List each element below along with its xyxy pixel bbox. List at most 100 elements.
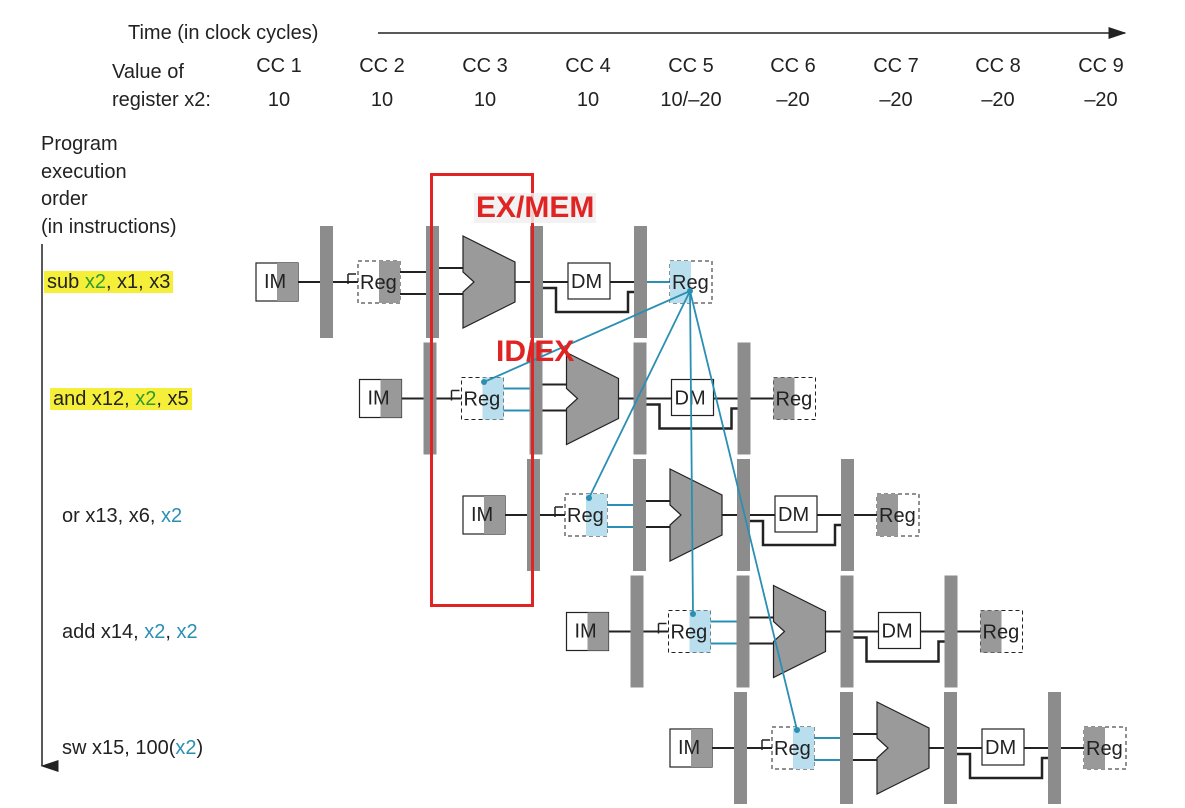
pipeline-register — [320, 226, 333, 338]
cc-label: CC 4 — [565, 55, 611, 77]
pipeline-register — [633, 342, 647, 455]
datapath-wire — [347, 273, 356, 284]
datapath-wire — [750, 519, 841, 547]
cc-label: CC 3 — [462, 55, 508, 77]
x2-value: –20 — [1084, 89, 1118, 111]
datapath-wire — [761, 739, 770, 750]
pipeline-register — [630, 575, 644, 688]
pipeline-row: IM Reg DM Reg — [669, 692, 1127, 804]
reg-shade — [482, 377, 504, 420]
reg-shade — [877, 494, 898, 536]
alu-shape — [772, 584, 827, 679]
datapath-wire — [646, 403, 738, 430]
reg-shade — [1084, 727, 1105, 769]
datapath-wire — [450, 389, 460, 401]
x2-value: 10/–20 — [660, 89, 722, 111]
datapath-wire — [957, 752, 1048, 780]
pipeline-register — [633, 459, 646, 571]
cc-label: CC 9 — [1078, 55, 1124, 77]
im-shade — [380, 379, 402, 418]
cc-label: CC 8 — [975, 55, 1021, 77]
reg-label: Reg — [464, 389, 501, 411]
dm-box — [774, 495, 818, 533]
reg-label: Reg — [672, 272, 709, 294]
instruction-sw: sw x15, 100(x2) — [62, 737, 204, 759]
forwarding-dot — [481, 379, 487, 385]
im-shade — [484, 496, 505, 534]
reg-label: Reg — [671, 622, 708, 644]
cc-label: CC 7 — [873, 55, 919, 77]
instruction-or: or x13, x6, x2 — [62, 505, 183, 527]
reg-label: Reg — [567, 505, 604, 527]
dm-box — [981, 728, 1025, 766]
reg-label: Reg — [983, 622, 1020, 644]
reg-shade — [689, 610, 711, 653]
forwarding-line — [689, 290, 694, 615]
datapath-wire — [657, 622, 667, 634]
x2-value: –20 — [981, 89, 1015, 111]
order-label-line: Program — [41, 133, 118, 155]
datapath-wire — [543, 286, 634, 314]
cc-label: CC 2 — [359, 55, 405, 77]
value-label-line2: register x2: — [112, 89, 211, 111]
reg-shade — [379, 261, 400, 303]
forwarding-source-dot — [687, 288, 693, 294]
pipeline-register — [944, 575, 958, 688]
id-ex-label: ID/EX — [496, 335, 575, 368]
x2-value: –20 — [776, 89, 810, 111]
pipeline-register — [841, 459, 854, 571]
pipeline-register — [634, 226, 647, 338]
cc-label: CC 1 — [256, 55, 302, 77]
forwarding-dot — [794, 727, 800, 733]
im-shade — [587, 612, 609, 651]
alu-shape — [669, 468, 723, 562]
ex-mem-label: EX/MEM — [474, 191, 597, 224]
forwarding-line — [588, 290, 691, 499]
order-label-line: order — [41, 188, 88, 210]
reg-shade — [793, 727, 814, 769]
im-shade — [691, 729, 712, 767]
pipeline-register — [737, 459, 750, 571]
instruction-add: add x14, x2, x2 — [62, 621, 198, 643]
dm-label: DM — [675, 388, 706, 410]
alu-shape — [876, 701, 930, 795]
im-label: IM — [575, 621, 597, 643]
forwarding-dot — [690, 611, 696, 617]
im-label: IM — [368, 388, 390, 410]
pipeline-register — [736, 575, 750, 688]
dm-box — [567, 262, 611, 300]
im-label: IM — [471, 504, 493, 526]
im-shade — [277, 263, 298, 301]
forwarding-line — [483, 290, 691, 383]
reg-label: Reg — [774, 738, 811, 760]
im-label: IM — [678, 737, 700, 759]
datapath-wire — [554, 506, 563, 517]
x2-value: 10 — [370, 89, 394, 111]
pipeline-register — [840, 692, 853, 804]
im-label: IM — [264, 271, 286, 293]
pipeline-register — [1048, 692, 1061, 804]
reg-shade — [980, 610, 1002, 653]
x2-value: 10 — [473, 89, 497, 111]
instruction-and: and x12, x2, x5 — [50, 388, 192, 410]
x2-value: 10 — [576, 89, 600, 111]
x2-value: –20 — [879, 89, 913, 111]
alu-shape — [462, 235, 516, 329]
reg-label: Reg — [879, 505, 916, 527]
dm-label: DM — [778, 504, 809, 526]
dm-label: DM — [882, 621, 913, 643]
alu-shape — [565, 351, 620, 446]
dm-label: DM — [985, 737, 1016, 759]
dm-box — [670, 378, 715, 417]
reg-label: Reg — [1086, 738, 1123, 760]
time-label: Time (in clock cycles) — [128, 22, 319, 44]
value-label-line1: Value of — [112, 61, 184, 83]
order-label-line: execution — [41, 161, 127, 183]
highlight-box — [430, 173, 534, 607]
instruction-sub: sub x2, x1, x3 — [44, 271, 174, 293]
pipeline-register — [944, 692, 957, 804]
pipeline-register — [840, 575, 854, 688]
reg-shade — [773, 377, 795, 420]
